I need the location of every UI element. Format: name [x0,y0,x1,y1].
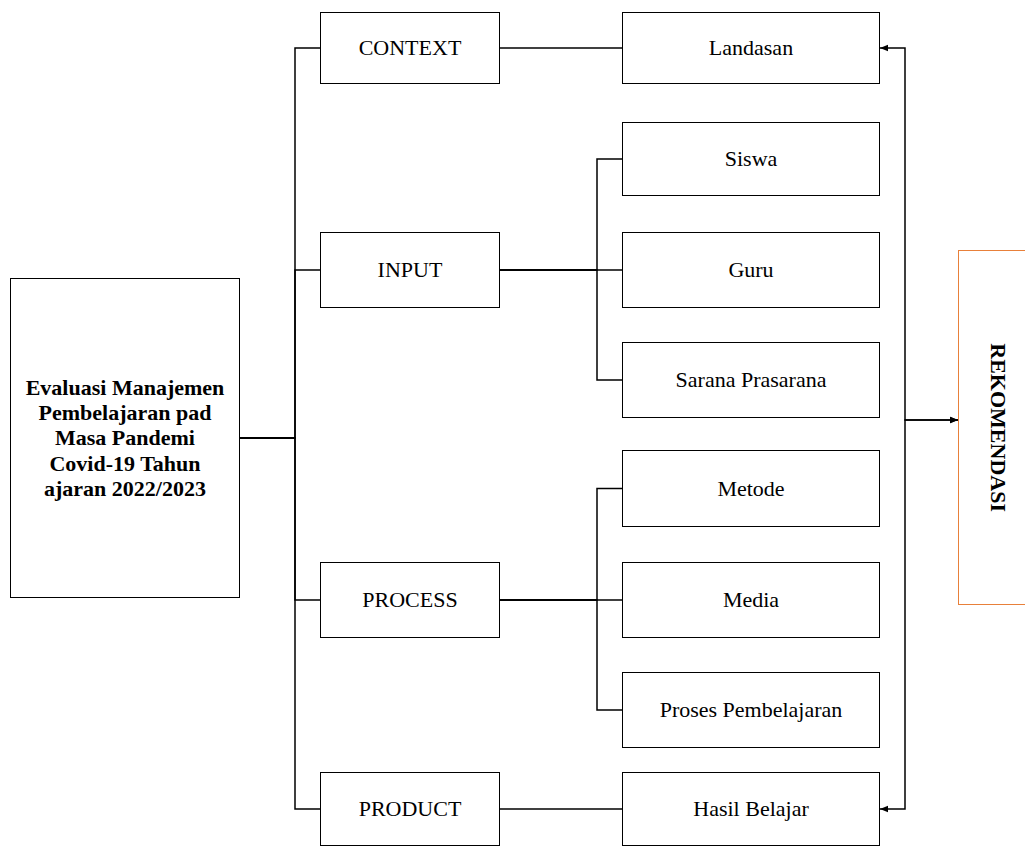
connector [500,47,622,49]
connector [500,159,622,270]
item-box: Sarana Prasarana [622,342,880,418]
connector [880,48,958,420]
connector [880,420,958,809]
item-box: Landasan [622,12,880,84]
box-label: PROCESS [362,587,457,612]
item-box: Proses Pembelajaran [622,672,880,748]
connector [500,808,622,810]
stage-box: CONTEXT [320,12,500,84]
box-label: Guru [728,257,773,282]
item-box: Metode [622,450,880,527]
connector [500,270,622,380]
stage-box: PRODUCT [320,772,500,846]
box-label: INPUT [378,257,443,282]
stage-box: PROCESS [320,562,500,638]
root-box: Evaluasi Manajemen Pembelajaran pad Masa… [10,278,240,598]
box-label: PRODUCT [359,796,462,821]
box-label: Sarana Prasarana [676,367,827,392]
item-box: Guru [622,232,880,308]
box-label: REKOMENDASI [985,343,1010,512]
connector [240,438,320,809]
box-label: Evaluasi Manajemen Pembelajaran pad Masa… [21,375,229,501]
item-box: Hasil Belajar [622,772,880,846]
connector [240,48,320,438]
box-label: Landasan [709,35,793,60]
connector [240,438,320,600]
box-label: CONTEXT [359,35,462,60]
box-label: Proses Pembelajaran [660,697,843,722]
box-label: Media [723,587,779,612]
connector [500,600,622,710]
stage-box: INPUT [320,232,500,308]
box-label: Hasil Belajar [693,796,808,821]
connector [240,270,320,438]
connector [500,489,622,601]
item-box: Media [622,562,880,638]
box-label: Metode [717,476,784,501]
recommendation-box: REKOMENDASI [958,250,1025,605]
item-box: Siswa [622,122,880,196]
box-label: Siswa [725,146,778,171]
